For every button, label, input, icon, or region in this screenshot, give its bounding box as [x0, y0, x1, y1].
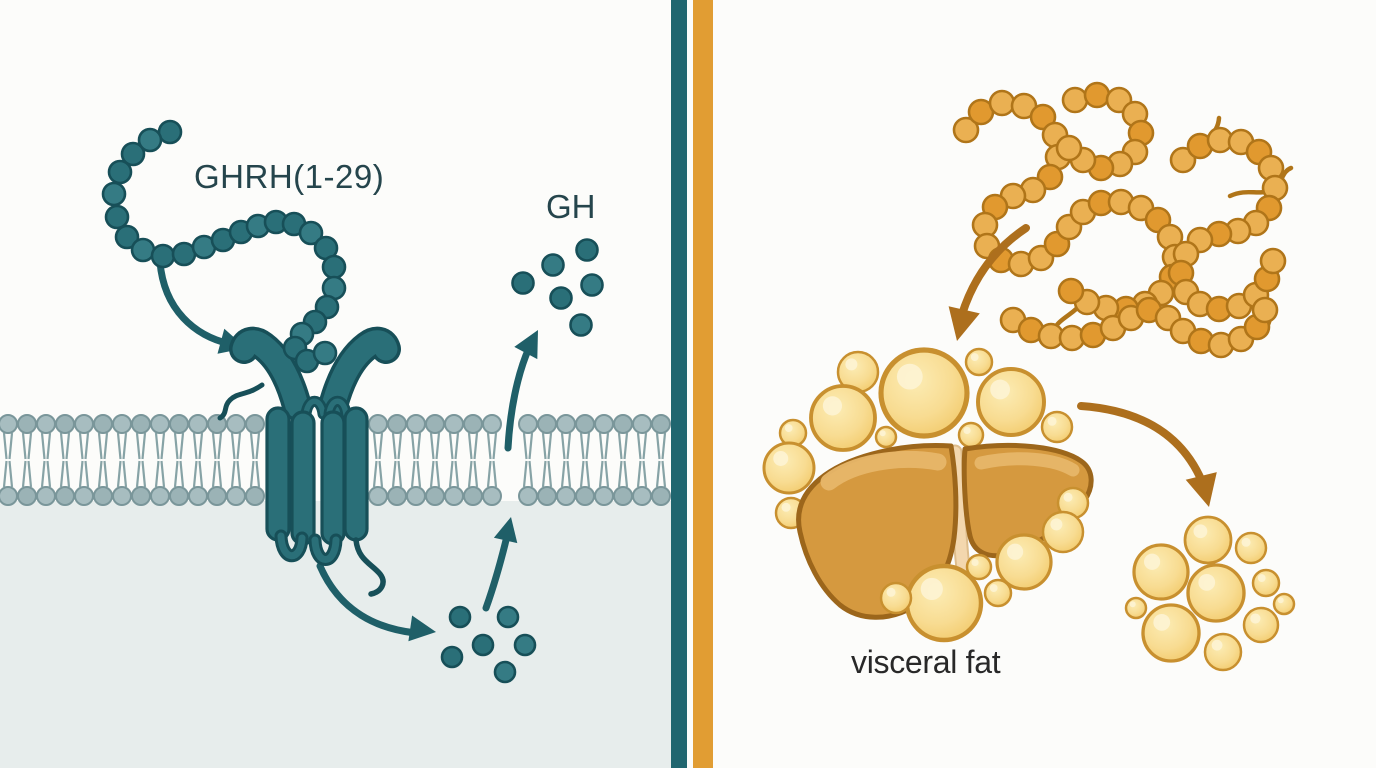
cell-membrane-bilayer — [0, 414, 671, 506]
down-arrow — [948, 224, 1030, 341]
visceral-fat-cells-front — [879, 486, 1090, 643]
ghrh-peptide-bead-chain — [101, 119, 347, 374]
left-panel-illustration — [0, 119, 672, 768]
ghrh-label: GHRH(1-29) — [194, 158, 385, 195]
fat-cell-cluster — [1124, 515, 1296, 672]
secretion-arrow-upper — [504, 330, 538, 452]
visceral-fat-cells-back — [762, 347, 1074, 530]
secretion-arrow-lower — [482, 517, 518, 612]
gh-label: GH — [546, 188, 596, 225]
right-panel-illustration — [762, 81, 1296, 672]
mobilization-arrow — [1077, 402, 1217, 507]
intracellular-signal-arrow — [316, 562, 436, 642]
visceral-fat-label: visceral fat — [851, 644, 1001, 680]
divider-teal-stripe — [671, 0, 687, 768]
peptide-tangle — [952, 81, 1294, 359]
ghrh-receptor-icon — [217, 326, 401, 597]
divider-orange-stripe — [693, 0, 713, 768]
second-messenger-dots — [440, 605, 537, 684]
gh-molecule-dots — [511, 238, 604, 337]
